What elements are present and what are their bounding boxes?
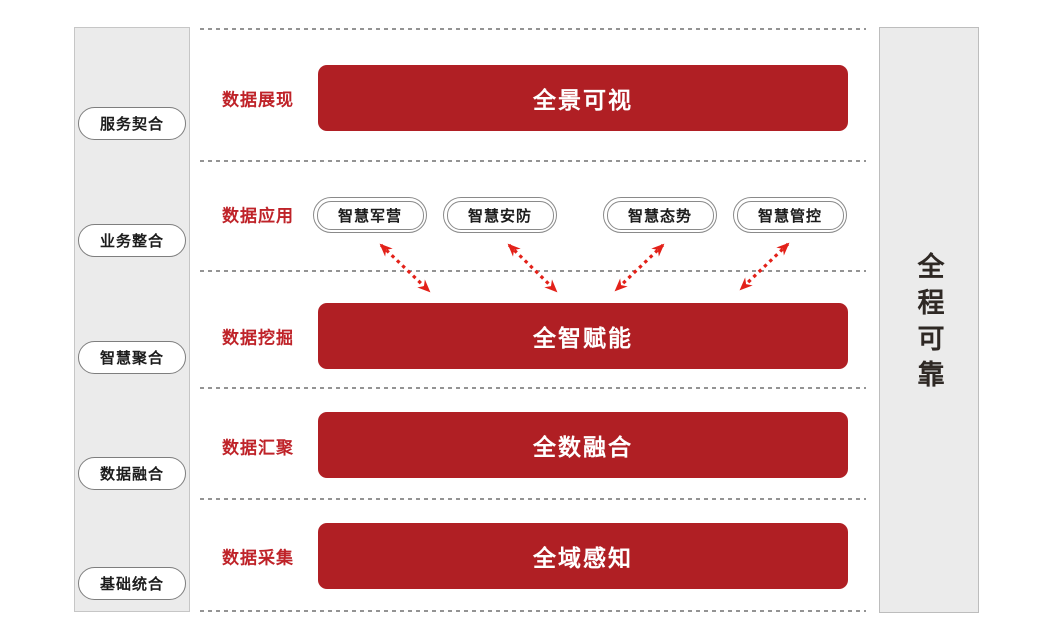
layer-label-collection: 数据采集 [222,548,294,568]
layer-label-aggregation: 数据汇聚 [222,438,294,458]
app-pill-smart-control: 智慧管控 [733,197,847,233]
arrow-pill3-to-bar [614,243,665,292]
capability-pill: 智慧聚合 [78,341,186,374]
app-pill-label: 智慧态势 [606,200,714,230]
capability-pill: 服务契合 [78,107,186,140]
dotted-separator [200,270,866,272]
dotted-separator [200,610,866,612]
app-pill-label: 智慧军营 [316,200,424,230]
bar-domain-sensing: 全域感知 [318,523,848,589]
layer-label-mining: 数据挖掘 [222,328,294,348]
bar-data-fusion: 全数融合 [318,412,848,478]
bar-panoramic-visibility: 全景可视 [318,65,848,131]
right-reliability-column: 全程可靠 [879,27,979,613]
reliability-vertical-label: 全程可靠 [913,252,944,396]
arrow-pill4-to-bar [739,242,790,291]
app-pill-label: 智慧安防 [446,200,554,230]
layer-label-display: 数据展现 [222,90,294,110]
capability-pill: 业务整合 [78,224,186,257]
capability-pill: 数据融合 [78,457,186,490]
bar-intelligent-empowerment: 全智赋能 [318,303,848,369]
left-capability-column: 服务契合 业务整合 智慧聚合 数据融合 基础统合 [74,27,190,612]
arrow-pill1-to-bar [379,243,431,293]
dotted-separator [200,28,866,30]
app-pill-smart-situation: 智慧态势 [603,197,717,233]
dotted-separator [200,387,866,389]
app-pill-smart-barracks: 智慧军营 [313,197,427,233]
dotted-separator [200,498,866,500]
app-pill-label: 智慧管控 [736,200,844,230]
dotted-separator [200,160,866,162]
arrow-pill2-to-bar [507,243,558,293]
capability-pill: 基础统合 [78,567,186,600]
app-pill-smart-security: 智慧安防 [443,197,557,233]
layer-label-application: 数据应用 [222,206,294,226]
